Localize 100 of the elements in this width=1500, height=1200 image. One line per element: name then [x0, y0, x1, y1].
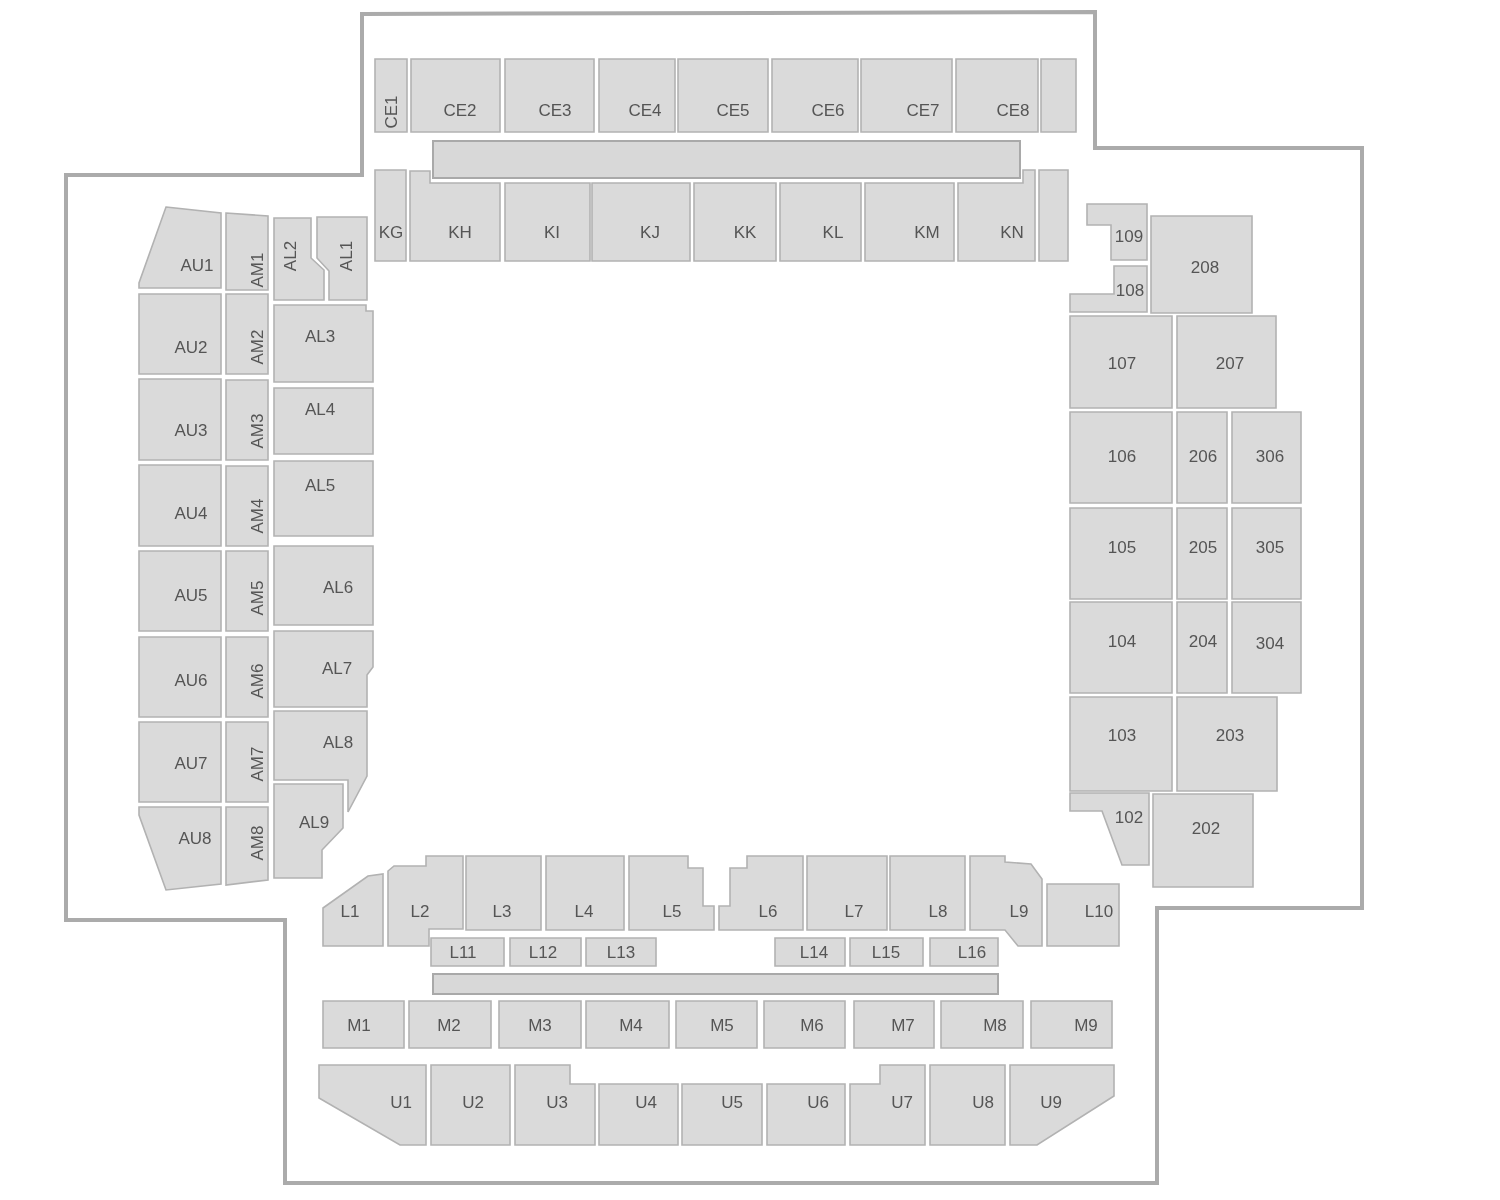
- seating-section: [1232, 508, 1301, 599]
- section-label: M6: [800, 1016, 824, 1034]
- section-label: AL4: [304, 400, 336, 418]
- seating-section: [1041, 59, 1076, 132]
- seating-section: [431, 1065, 510, 1145]
- section-label: U4: [635, 1093, 657, 1111]
- seating-section: [226, 466, 268, 546]
- seating-section: [226, 807, 268, 885]
- section-label: 102: [1114, 808, 1144, 826]
- seating-section: [375, 170, 406, 261]
- seating-section: [941, 1001, 1023, 1048]
- seating-section: [780, 183, 861, 261]
- seating-section: [274, 388, 373, 454]
- seating-section: [375, 59, 407, 132]
- seating-section: [388, 856, 463, 946]
- section-label: 304: [1255, 634, 1285, 652]
- seating-section: [807, 856, 887, 930]
- seating-section: [850, 1065, 925, 1145]
- section-label: L6: [758, 902, 778, 920]
- section-label: M4: [619, 1016, 643, 1034]
- section-label: AU8: [178, 829, 212, 847]
- seating-section: [319, 1065, 426, 1145]
- section-label: AM4: [248, 498, 266, 534]
- seating-section: [772, 59, 858, 132]
- seating-section: [775, 938, 845, 966]
- seating-section: [1010, 1065, 1114, 1145]
- seating-section: [930, 938, 998, 966]
- seating-section: [1070, 508, 1172, 599]
- section-label: U8: [972, 1093, 994, 1111]
- section-label: AU2: [174, 338, 208, 356]
- section-label: 104: [1107, 632, 1137, 650]
- section-label: AM5: [248, 580, 266, 616]
- section-label: U3: [546, 1093, 568, 1111]
- seating-section: [1177, 316, 1276, 408]
- seating-section: [890, 856, 965, 930]
- seating-section: [865, 183, 954, 261]
- seating-section: [586, 1001, 669, 1048]
- seating-section: [1039, 170, 1068, 261]
- section-label: KL: [822, 223, 844, 241]
- seating-section: [1070, 412, 1172, 503]
- section-label: KN: [1000, 223, 1024, 241]
- seating-section: [431, 938, 504, 966]
- section-label: KJ: [640, 223, 660, 241]
- seating-section: [970, 856, 1042, 946]
- section-label: CE7: [906, 101, 940, 119]
- section-label: KK: [733, 223, 757, 241]
- seating-section: [139, 379, 221, 460]
- section-label: AL8: [322, 733, 354, 751]
- section-label: U9: [1040, 1093, 1062, 1111]
- section-label: M3: [528, 1016, 552, 1034]
- section-label: 205: [1188, 538, 1218, 556]
- seating-section: [1151, 216, 1252, 313]
- section-label: L1: [340, 902, 360, 920]
- aisle-bar: [433, 974, 998, 994]
- section-label: CE6: [811, 101, 845, 119]
- seating-section: [599, 1084, 678, 1145]
- section-label: AU7: [174, 754, 208, 772]
- section-label: 207: [1215, 354, 1245, 372]
- seating-section: [586, 938, 656, 966]
- seating-section: [599, 59, 675, 132]
- section-label: AM8: [248, 825, 266, 861]
- section-label: 202: [1191, 819, 1221, 837]
- section-label: AM1: [248, 252, 266, 288]
- section-label: CE1: [382, 95, 400, 129]
- section-label: 109: [1114, 227, 1144, 245]
- section-label: U2: [462, 1093, 484, 1111]
- section-label: M5: [710, 1016, 734, 1034]
- seating-section: [546, 856, 624, 930]
- section-label: KM: [914, 223, 940, 241]
- seating-section: [323, 874, 383, 946]
- seating-section: [139, 294, 221, 374]
- section-label: 107: [1107, 354, 1137, 372]
- section-label: 208: [1190, 258, 1220, 276]
- seating-section: [676, 1001, 757, 1048]
- seating-section: [1177, 508, 1227, 599]
- seating-section: [1232, 602, 1301, 693]
- seating-section: [499, 1001, 581, 1048]
- section-label: AL1: [337, 240, 355, 272]
- section-label: L5: [662, 902, 682, 920]
- section-label: 306: [1255, 447, 1285, 465]
- section-label: 106: [1107, 447, 1137, 465]
- section-label: L16: [957, 943, 987, 961]
- seating-section: [1070, 316, 1172, 408]
- section-label: AL6: [322, 578, 354, 596]
- seating-section: [274, 546, 373, 625]
- section-label: L4: [574, 902, 594, 920]
- seating-section: [274, 711, 367, 812]
- section-label: AU6: [174, 671, 208, 689]
- seating-section: [515, 1065, 595, 1145]
- section-label: 105: [1107, 538, 1137, 556]
- aisle-bar: [433, 141, 1020, 178]
- seating-section: [410, 171, 500, 261]
- section-label: CE4: [628, 101, 662, 119]
- seating-section: [592, 183, 690, 261]
- seating-section: [409, 1001, 491, 1048]
- section-label: L10: [1084, 902, 1114, 920]
- seating-section: [139, 551, 221, 631]
- seating-section: [1177, 412, 1227, 503]
- section-label: M8: [983, 1016, 1007, 1034]
- section-label: 108: [1115, 281, 1145, 299]
